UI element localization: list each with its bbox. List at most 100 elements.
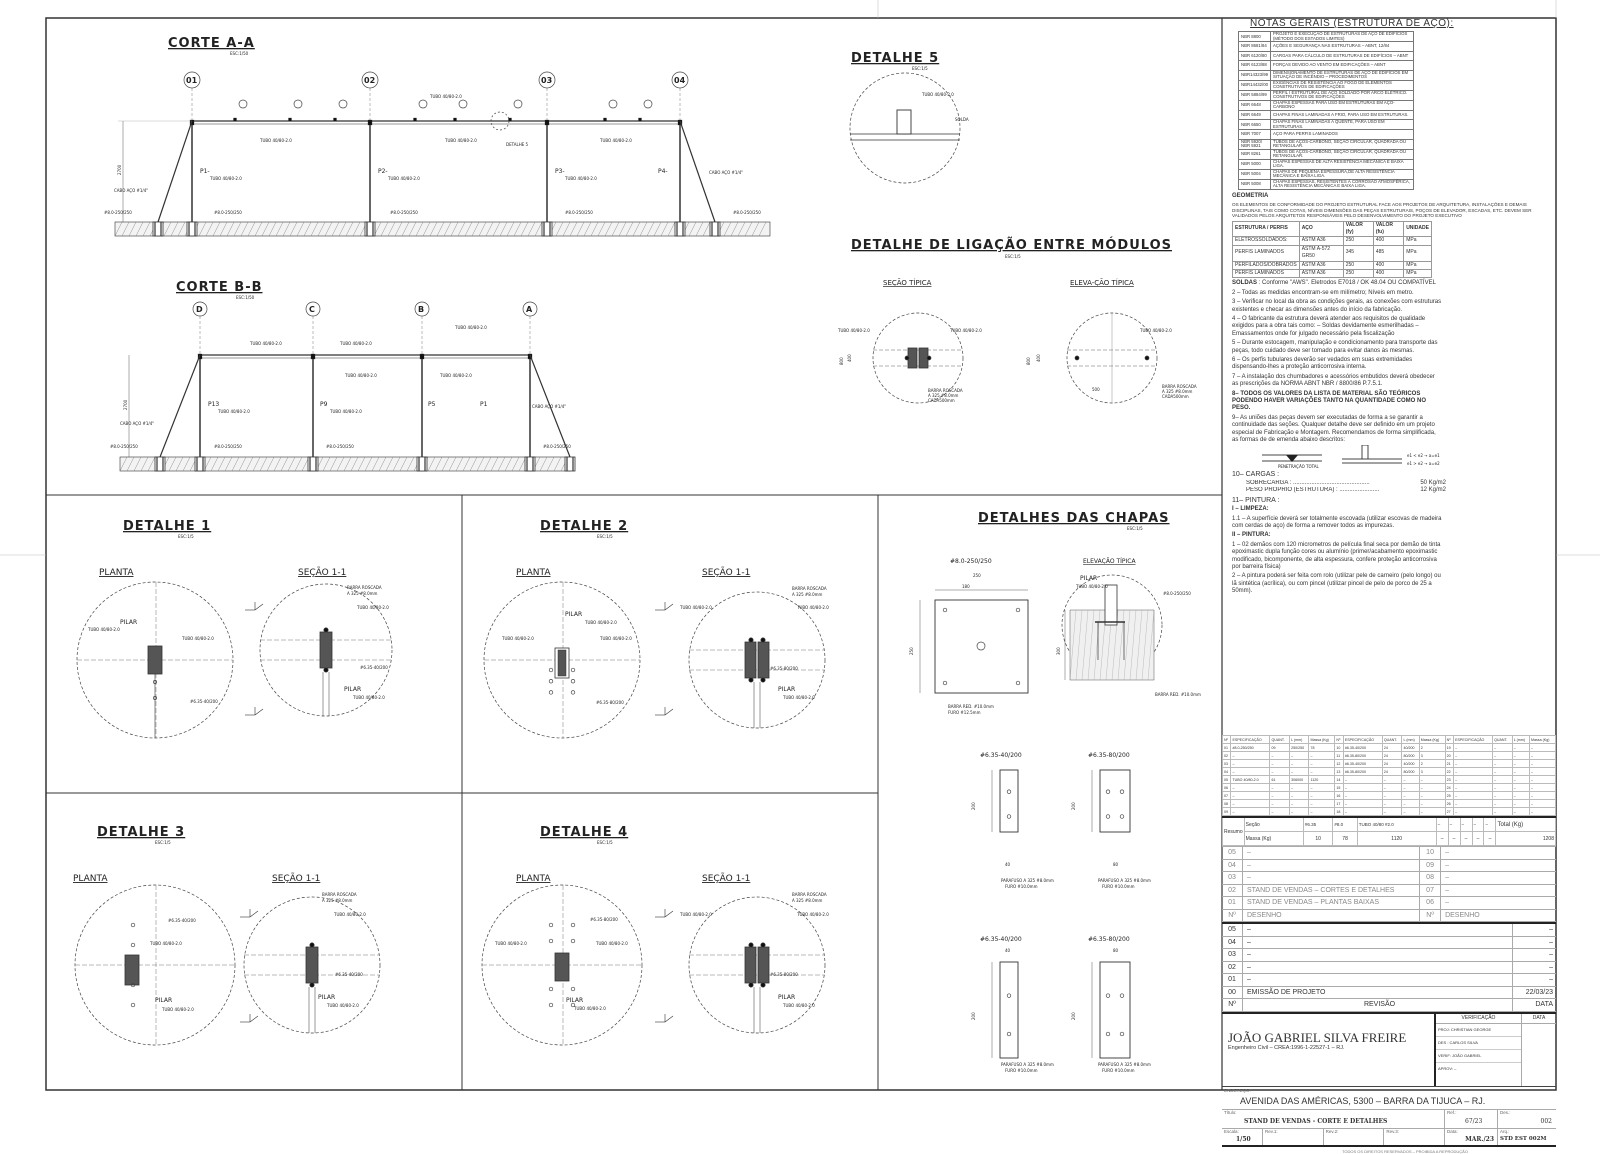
plate — [744, 641, 757, 679]
material-cell: – — [1342, 791, 1383, 800]
material-cell: – — [1492, 807, 1513, 816]
norm-description: CARGAS PARA CÁLCULO DE ESTRUTURAS DE EDI… — [1270, 50, 1414, 62]
limpeza-text: 1.1 – A superfície deverá ser totalmente… — [1232, 515, 1442, 529]
material-cell: – — [1381, 783, 1403, 792]
line — [434, 456, 443, 472]
hole — [1119, 789, 1125, 794]
resumo-label: Resumo — [1222, 816, 1245, 846]
sheet-border — [45, 17, 1557, 1091]
hole — [1105, 993, 1111, 998]
hole — [1006, 993, 1012, 998]
plate-label: #6.35-40/200 — [190, 699, 218, 704]
revision-date: – — [1512, 949, 1556, 961]
geometria-title: GEOMETRIA — [1232, 192, 1269, 199]
bar-label: A 325 #8.0mm — [792, 898, 823, 903]
dim: 200 — [971, 802, 976, 810]
material-cell: 17 — [1334, 799, 1344, 808]
line — [159, 354, 201, 458]
corte-bb-title: CORTE B-B — [176, 280, 263, 295]
drawing-number: 01 — [1222, 897, 1243, 909]
material-cell: 09 — [1221, 807, 1232, 816]
hole — [1105, 814, 1111, 819]
detalhe-4: DETALHE 4 ESC:1/5 PLANTA SEÇÃO 1-1 #6.35… — [494, 825, 829, 1011]
revision-row: 04–– — [1222, 936, 1556, 949]
tube-label: TUBO 40/80-2.0 — [782, 1003, 815, 1008]
shear-plate — [1099, 769, 1131, 833]
material-cell: – — [1529, 791, 1556, 800]
tube-label: TUBO 40/80-2.0 — [326, 1003, 359, 1008]
axis-label: C — [309, 305, 315, 314]
verificacao-label: VERIFICAÇÃO — [1436, 1014, 1521, 1024]
line — [387, 221, 396, 237]
material-cell: 02 — [1221, 751, 1232, 760]
chapas-title: DETALHES DAS CHAPAS — [978, 511, 1170, 526]
purlin — [288, 117, 292, 122]
nut — [748, 637, 754, 643]
tube-label: TUBO 40/80-2.0 — [352, 695, 385, 700]
line — [249, 910, 259, 918]
line — [252, 456, 261, 472]
line — [273, 456, 282, 472]
purlin — [233, 117, 237, 122]
hole — [1006, 1031, 1012, 1037]
norm-code: NBR 8261 — [1238, 148, 1271, 160]
line — [422, 221, 431, 237]
material-row: 09––––18––––27–––– — [1221, 807, 1556, 816]
detalhe-2-title: DETALHE 2 — [540, 519, 628, 534]
material-cell: – — [1289, 807, 1310, 816]
drawing-name: – — [1445, 849, 1449, 856]
line — [632, 221, 641, 237]
summary-mass: 1120 — [1356, 831, 1437, 846]
hole-label: FURO #10.0mm — [1005, 884, 1038, 889]
material-cell: – — [1511, 791, 1531, 800]
material-cell: – — [1492, 791, 1513, 800]
revision-description: – — [1247, 926, 1251, 933]
material-cell: 306000 — [1289, 775, 1310, 784]
axis-label: 01 — [186, 76, 198, 85]
verificacao-proj: PROJ: CHRISTIAN GEORGE — [1436, 1024, 1521, 1037]
line — [597, 221, 606, 237]
drawing-name: – — [1247, 849, 1251, 856]
line — [448, 456, 457, 472]
material-header: Nº — [1221, 735, 1232, 744]
bolt — [570, 679, 576, 684]
tube-label: TUBO 40/80-2.0 — [796, 605, 829, 610]
drawing-row: 04– — [1222, 859, 1420, 872]
footing — [152, 221, 164, 237]
scale: ESC:1/5 — [178, 534, 194, 539]
soldas-text: : Conforme "AWS". Eletrodos E7018 / OK 4… — [1258, 280, 1436, 287]
material-cell: – — [1308, 783, 1336, 792]
steel-cell: 400 — [1372, 260, 1405, 270]
detalhe-5-title: DETALHE 5 — [851, 51, 939, 66]
detalhe-5-circle — [849, 72, 961, 184]
planta-label: PLANTA — [99, 568, 134, 578]
revision-row: 03–– — [1222, 949, 1556, 962]
line — [140, 456, 149, 472]
bolt — [904, 355, 910, 361]
material-cell: – — [1269, 783, 1291, 792]
line — [324, 221, 333, 237]
material-cell: – — [1511, 807, 1531, 816]
plate-label: #8.0-250/250 — [390, 210, 418, 215]
pillar-label: P1 — [480, 401, 488, 408]
line — [1087, 609, 1095, 681]
dim: 200 — [971, 1012, 976, 1020]
summary-mass: – — [1459, 831, 1473, 846]
drawing-number: 07 — [1420, 884, 1442, 896]
line — [604, 221, 613, 237]
drawing-sheet: CORTE A-A ESC:1/50 01 02 03 04 P1- P2- P… — [0, 0, 1600, 1091]
node — [419, 353, 425, 360]
norm-description: CHAPAS DE PEQUENA ESPESSURA,DE ALTA RESI… — [1270, 168, 1414, 180]
material-cell: – — [1289, 799, 1310, 808]
address-block: ENDEREÇO: AVENIDA DAS AMÉRICAS, 5300 – B… — [1222, 1085, 1556, 1109]
material-cell: 40/200 — [1401, 743, 1420, 752]
norm-code: NBR 5004 — [1238, 168, 1271, 180]
bolt-label: PARAFUSO A 325 #8.0mm — [1098, 1062, 1151, 1067]
